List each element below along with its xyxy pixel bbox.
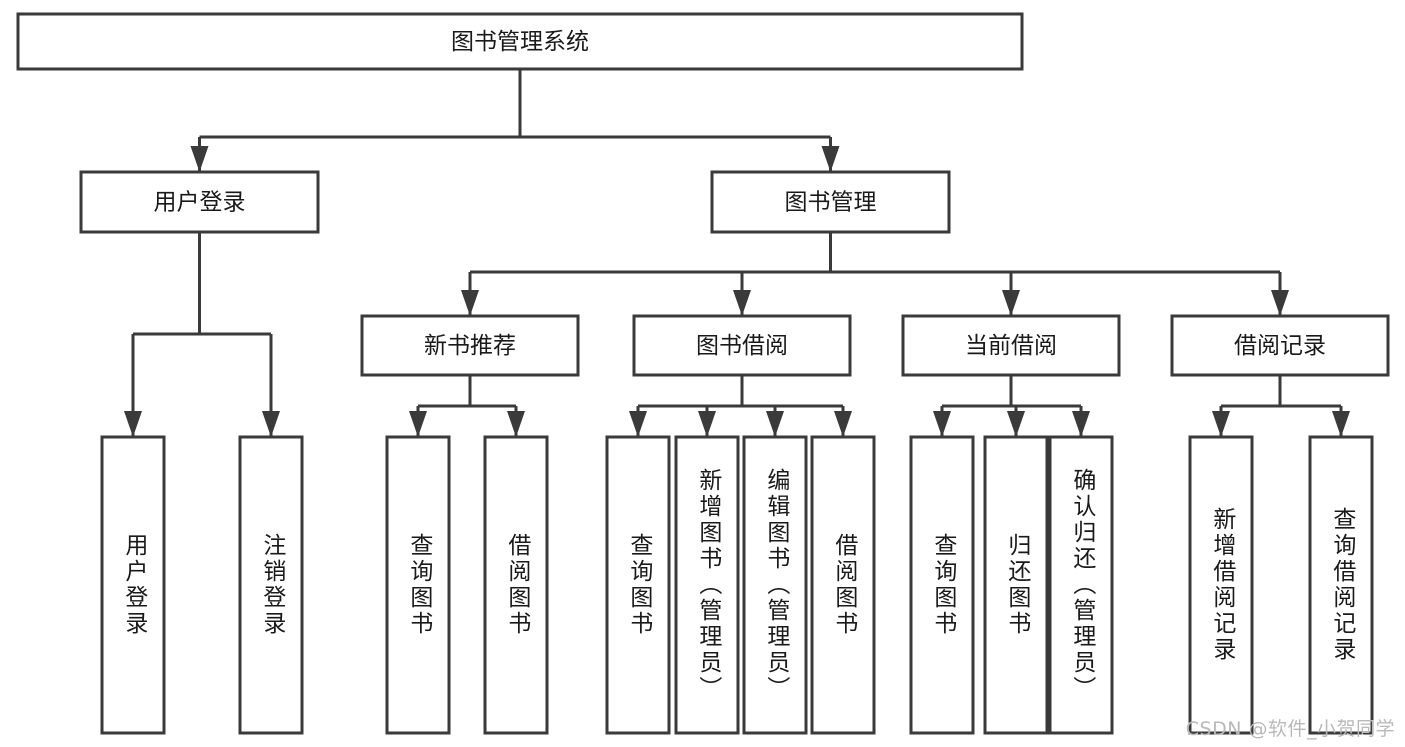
l3-1-arrow-3 [834, 411, 852, 437]
l3-2-arrow-2 [1072, 411, 1090, 437]
l3-1-arrow-0 [629, 411, 647, 437]
leaf-box-3[interactable] [483, 435, 549, 735]
level3-box-1[interactable] [632, 314, 852, 377]
l3-2-arrow-1 [1007, 411, 1025, 437]
root-label-0: 图书管理系统 [451, 29, 589, 55]
userlogin-arrow-0 [124, 411, 142, 437]
level3-box-3[interactable] [1170, 314, 1390, 377]
leaf-box-8[interactable] [909, 435, 975, 735]
level2-label-0: 用户登录 [154, 190, 246, 216]
leaf-box-10[interactable] [1048, 435, 1114, 735]
leaf-box-7[interactable] [810, 435, 876, 735]
l3-2-arrow-0 [933, 411, 951, 437]
leaf-box-9[interactable] [983, 435, 1049, 735]
leaf-box-0[interactable] [100, 435, 166, 735]
l3-0-arrow-1 [507, 411, 525, 437]
level3-label-2: 当前借阅 [965, 333, 1057, 359]
leaf-box-12[interactable] [1308, 435, 1374, 735]
level2-label-1: 图书管理 [785, 190, 877, 216]
leaf-box-5[interactable] [674, 435, 740, 735]
node-box-layer [16, 12, 1390, 735]
leaf-box-6[interactable] [742, 435, 808, 735]
userlogin-arrow-1 [262, 411, 280, 437]
level3-box-0[interactable] [360, 314, 580, 377]
level2-box-0[interactable] [79, 170, 320, 234]
l3-1-arrow-1 [698, 411, 716, 437]
l3-3-arrow-0 [1212, 411, 1230, 437]
level2-box-1[interactable] [710, 170, 951, 234]
l3-1-arrow-2 [766, 411, 784, 437]
bookmgmt-arrow-2 [1002, 290, 1020, 316]
leaf-box-11[interactable] [1188, 435, 1254, 735]
leaf-box-4[interactable] [605, 435, 671, 735]
watermark-text: CSDN @软件_小贺同学 [1185, 718, 1395, 740]
level3-label-1: 图书借阅 [696, 333, 788, 359]
connector-layer [124, 69, 1350, 437]
root-box-0[interactable] [16, 12, 1024, 71]
level3-label-0: 新书推荐 [424, 333, 516, 359]
root-arrow-0 [190, 146, 209, 172]
level3-box-2[interactable] [901, 314, 1121, 377]
level3-label-3: 借阅记录 [1234, 333, 1326, 359]
leaf-box-2[interactable] [385, 435, 451, 735]
bookmgmt-arrow-3 [1271, 290, 1289, 316]
root-arrow-1 [821, 146, 840, 172]
l3-3-arrow-1 [1332, 411, 1350, 437]
leaf-box-1[interactable] [238, 435, 304, 735]
bookmgmt-arrow-0 [461, 290, 479, 316]
bookmgmt-arrow-1 [733, 290, 751, 316]
l3-0-arrow-0 [409, 411, 427, 437]
